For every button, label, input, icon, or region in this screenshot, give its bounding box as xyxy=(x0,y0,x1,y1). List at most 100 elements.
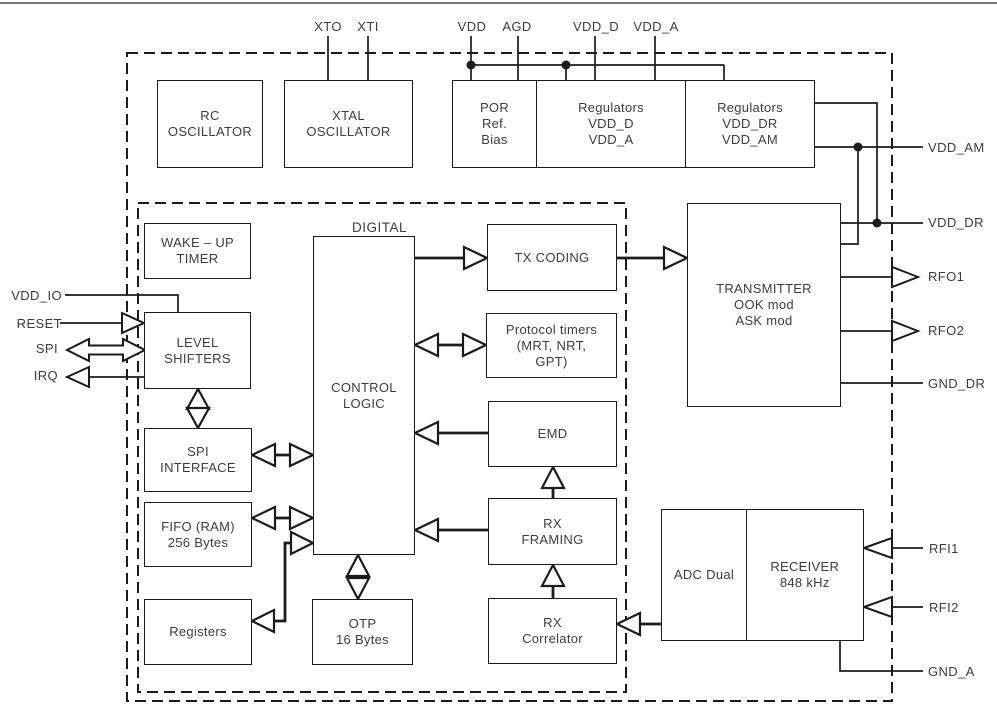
spiinterface-ctrl-bus xyxy=(249,442,316,468)
pin-label-gnd-a: GND_A xyxy=(928,664,975,679)
rx-framing-block: RX FRAMING xyxy=(488,498,617,565)
por-ref-bias-block: POR Ref. Bias xyxy=(452,80,537,168)
vdd-io-wire xyxy=(65,294,179,312)
arrow-left-icon xyxy=(64,365,90,389)
pin-label-xto: XTO xyxy=(314,19,342,34)
transmitter-block: TRANSMITTER OOK mod ASK mod xyxy=(687,203,841,407)
receiver-label: RECEIVER 848 kHz xyxy=(770,559,840,590)
digital-region-label: DIGITAL xyxy=(352,220,408,235)
junction-dot xyxy=(872,218,882,228)
rfi1-wire xyxy=(861,536,923,560)
ctrl-otp-bus xyxy=(345,552,371,602)
registers-block: Registers xyxy=(144,599,252,665)
level-shifters-block: LEVEL SHIFTERS xyxy=(144,312,251,389)
junction-dot xyxy=(853,142,863,152)
pin-label-vdd-d: VDD_D xyxy=(572,19,620,34)
arrow-right-icon xyxy=(289,530,316,556)
level-shifters-label: LEVEL SHIFTERS xyxy=(164,334,231,366)
rc-oscillator-label: RC OSCILLATOR xyxy=(167,108,253,139)
arrow-left-icon xyxy=(249,505,277,531)
registers-label: Registers xyxy=(169,624,227,639)
arrow-down-icon xyxy=(345,576,371,602)
rfo2-wire xyxy=(841,319,921,343)
adc-to-rxcorrelator-arrow xyxy=(614,611,661,637)
pin-label-irq: IRQ xyxy=(33,368,58,383)
regulators-core-label: Regulators VDD_D VDD_A xyxy=(578,100,644,147)
rx-correlator-label: RX Correlator xyxy=(522,615,583,646)
arrow-up-icon xyxy=(540,562,566,588)
tx-coding-block: TX CODING xyxy=(487,224,617,291)
regulators-pa-label: Regulators VDD_DR VDD_AM xyxy=(717,100,783,147)
gnd-a-wire xyxy=(839,641,923,672)
otp-label: OTP 16 Bytes xyxy=(336,616,389,647)
adc-dual-block: ADC Dual xyxy=(661,509,747,641)
pin-label-agd: AGD xyxy=(502,19,532,34)
wake-up-timer-label: WAKE – UP TIMER xyxy=(160,235,234,266)
pin-label-rfi2: RFI2 xyxy=(929,600,959,615)
vdd-dr-wire xyxy=(815,102,923,228)
arrow-left-icon xyxy=(614,611,642,637)
rxframing-to-ctrl-arrow xyxy=(412,517,488,543)
xtal-oscillator-block: XTAL OSCILLATOR xyxy=(284,80,413,168)
arrow-right-icon xyxy=(121,311,147,335)
fifo-ram-block: FIFO (RAM) 256 Bytes xyxy=(144,502,252,567)
por-ref-bias-label: POR Ref. Bias xyxy=(479,100,510,147)
spi-interface-block: SPI INTERFACE xyxy=(144,428,252,492)
pin-label-vdd-dr: VDD_DR xyxy=(928,215,984,230)
regulators-pa-block: Regulators VDD_DR VDD_AM xyxy=(685,80,815,168)
fifo-ram-label: FIFO (RAM) 256 Bytes xyxy=(161,518,235,550)
wake-up-timer-block: WAKE – UP TIMER xyxy=(144,223,251,279)
emd-block: EMD xyxy=(488,401,617,467)
vdd-am-wire xyxy=(815,142,923,245)
junction-dot xyxy=(466,60,476,70)
junction-dot xyxy=(561,60,571,70)
irq-wire xyxy=(64,365,144,389)
rfi2-wire xyxy=(861,595,923,619)
pin-label-xti: XTI xyxy=(357,19,379,34)
pin-label-vdd: VDD xyxy=(457,19,487,34)
rxframing-to-emd-arrow xyxy=(540,464,566,498)
emd-to-ctrl-arrow xyxy=(412,420,488,446)
arrow-left-icon xyxy=(249,442,277,468)
arrow-right-icon xyxy=(288,505,316,531)
pin-label-gnd-dr: GND_DR xyxy=(928,376,986,391)
arrow-right-icon xyxy=(288,442,316,468)
arrow-left-icon xyxy=(861,536,893,560)
pin-label-vdd-a: VDD_A xyxy=(633,19,679,34)
control-logic-block: CONTROL LOGIC xyxy=(313,236,415,555)
arrow-right-icon xyxy=(891,319,921,343)
transmitter-label: TRANSMITTER OOK mod ASK mod xyxy=(716,281,812,328)
pin-label-rfo2: RFO2 xyxy=(928,323,965,338)
adc-dual-label: ADC Dual xyxy=(673,567,735,582)
pin-label-vdd-io: VDD_IO xyxy=(11,288,62,303)
fifo-ctrl-bus xyxy=(249,505,316,531)
pin-label-rfo1: RFO1 xyxy=(928,269,965,284)
digital-dashed-border xyxy=(137,202,627,693)
pin-label-reset: RESET xyxy=(16,316,62,331)
pin-label-rfi1: RFI1 xyxy=(929,541,959,556)
arrow-left-icon xyxy=(412,517,440,543)
arrow-left-icon xyxy=(249,608,276,634)
levelshifters-spi-bus xyxy=(185,386,211,431)
arrow-right-icon xyxy=(462,245,490,271)
rc-oscillator-block: RC OSCILLATOR xyxy=(157,80,263,168)
arrow-right-icon xyxy=(662,245,690,271)
otp-block: OTP 16 Bytes xyxy=(312,599,413,665)
rx-correlator-block: RX Correlator xyxy=(488,598,617,664)
arrow-up-icon xyxy=(185,386,211,411)
regulators-core-block: Regulators VDD_D VDD_A xyxy=(535,80,687,168)
arrow-left-icon xyxy=(412,332,440,358)
arrow-right-icon xyxy=(891,265,921,289)
registers-ctrl-path xyxy=(249,530,316,634)
protocol-timers-label: Protocol timers (MRT, NRT, GPT) xyxy=(505,321,598,369)
xtal-pin-lines xyxy=(327,36,369,80)
receiver-block: RECEIVER 848 kHz xyxy=(745,509,864,641)
xtal-oscillator-label: XTAL OSCILLATOR xyxy=(306,108,391,139)
rfo1-wire xyxy=(841,265,921,289)
txcoding-to-transmitter-arrow xyxy=(617,245,690,271)
protocol-timers-block: Protocol timers (MRT, NRT, GPT) xyxy=(486,313,617,378)
pin-label-spi: SPI xyxy=(35,341,58,356)
arrow-left-icon xyxy=(861,595,893,619)
